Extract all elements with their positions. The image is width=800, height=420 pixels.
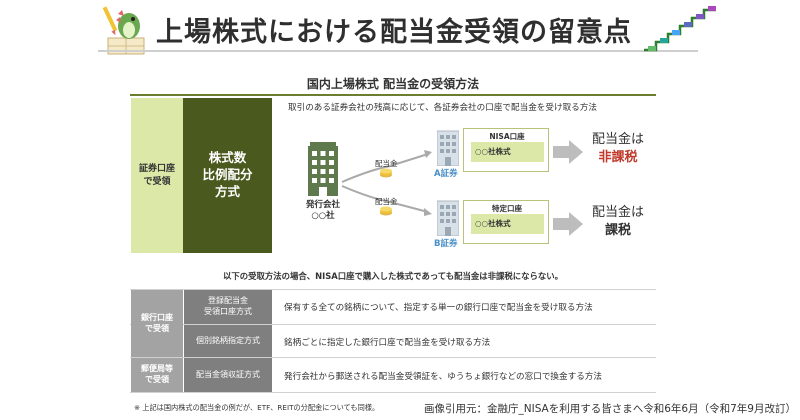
tokutei-holding: ○○社株式	[471, 214, 544, 234]
method-dividend-receipt-desc: 発行会社から郵送される配当金受領証を、ゆうちょ銀行などの窓口で換金する方法	[284, 372, 602, 382]
result-taxed: 配当金は 課税	[588, 204, 648, 239]
row-divider	[130, 289, 656, 290]
flow-arrows	[341, 150, 432, 216]
bank-a-building-icon	[437, 130, 459, 166]
method-individual-stock: 個別銘柄指定方式	[184, 325, 272, 357]
coin-icon	[380, 168, 392, 178]
title-underline	[98, 50, 698, 52]
row-divider	[130, 324, 656, 325]
issuer-building-icon	[308, 142, 338, 196]
row-divider	[130, 357, 656, 358]
method-description: 取引のある証券会社の残高に応じて、各証券会社の口座で配当金を受け取る方法	[288, 103, 597, 113]
nisa-account-box: NISA口座 ○○社株式	[463, 128, 549, 172]
method-registered-account-desc: 保有する全ての銘柄について、指定する単一の銀行口座で配当金を受け取る方法	[284, 303, 593, 313]
method-dividend-receipt: 配当金領収証方式	[184, 358, 272, 392]
arrow-icon	[553, 212, 583, 236]
stairs-icon	[644, 6, 716, 52]
dividend-label-top: 配当金	[375, 159, 398, 168]
issuer-label: 発行会社 ○○社	[305, 200, 340, 222]
result-tax-free-line2: 非課税	[598, 149, 638, 165]
dividend-label-bottom: 配当金	[375, 197, 398, 206]
image-credit: 画像引用元：金融庁_NISAを利用する皆さまへ令和6年6月（令和7年9月改訂）	[424, 403, 796, 415]
category-bank: 銀行口座 で受領	[131, 290, 183, 357]
nisa-holding: ○○社株式	[471, 142, 544, 162]
receipt-category-securities: 証券口座 で受領	[131, 98, 183, 253]
tokutei-account-title: 特定口座	[492, 204, 522, 213]
warning-text: 以下の受取方法の場合、NISA口座で購入した株式であっても配当金は非課税にならな…	[223, 271, 563, 281]
bank-a-label: A証券	[434, 169, 458, 179]
method-proportional-allocation: 株式数 比例配分 方式	[183, 98, 272, 253]
footnote: ※ 上記は国内株式の配当金の例だが、ETF、REITの分配金についても同様。	[134, 403, 380, 412]
category-post-office: 郵便局等 で受領	[131, 358, 183, 392]
nisa-account-title: NISA口座	[489, 132, 525, 141]
page-header: 上場株式における配当金受領の留意点	[0, 0, 800, 66]
coin-icon	[380, 206, 392, 216]
page-title: 上場株式における配当金受領の留意点	[156, 17, 632, 48]
bank-b-label: B証券	[434, 239, 458, 249]
section-title: 国内上場株式 配当金の受領方法	[306, 77, 480, 91]
result-tax-free-line1: 配当金は	[591, 132, 644, 147]
arrow-icon	[553, 140, 583, 164]
section-divider	[130, 94, 656, 96]
method-registered-account: 登録配当金 受領口座方式	[184, 290, 272, 324]
result-taxed-line1: 配当金は	[591, 205, 644, 220]
row-divider	[130, 392, 656, 393]
bank-b-building-icon	[437, 200, 459, 236]
method-individual-stock-desc: 銘柄ごとに指定した銀行口座で配当金を受け取る方法	[284, 338, 491, 348]
tokutei-account-box: 特定口座 ○○社株式	[463, 200, 549, 244]
result-taxed-line2: 課税	[604, 222, 631, 238]
result-tax-free: 配当金は 非課税	[588, 131, 648, 166]
